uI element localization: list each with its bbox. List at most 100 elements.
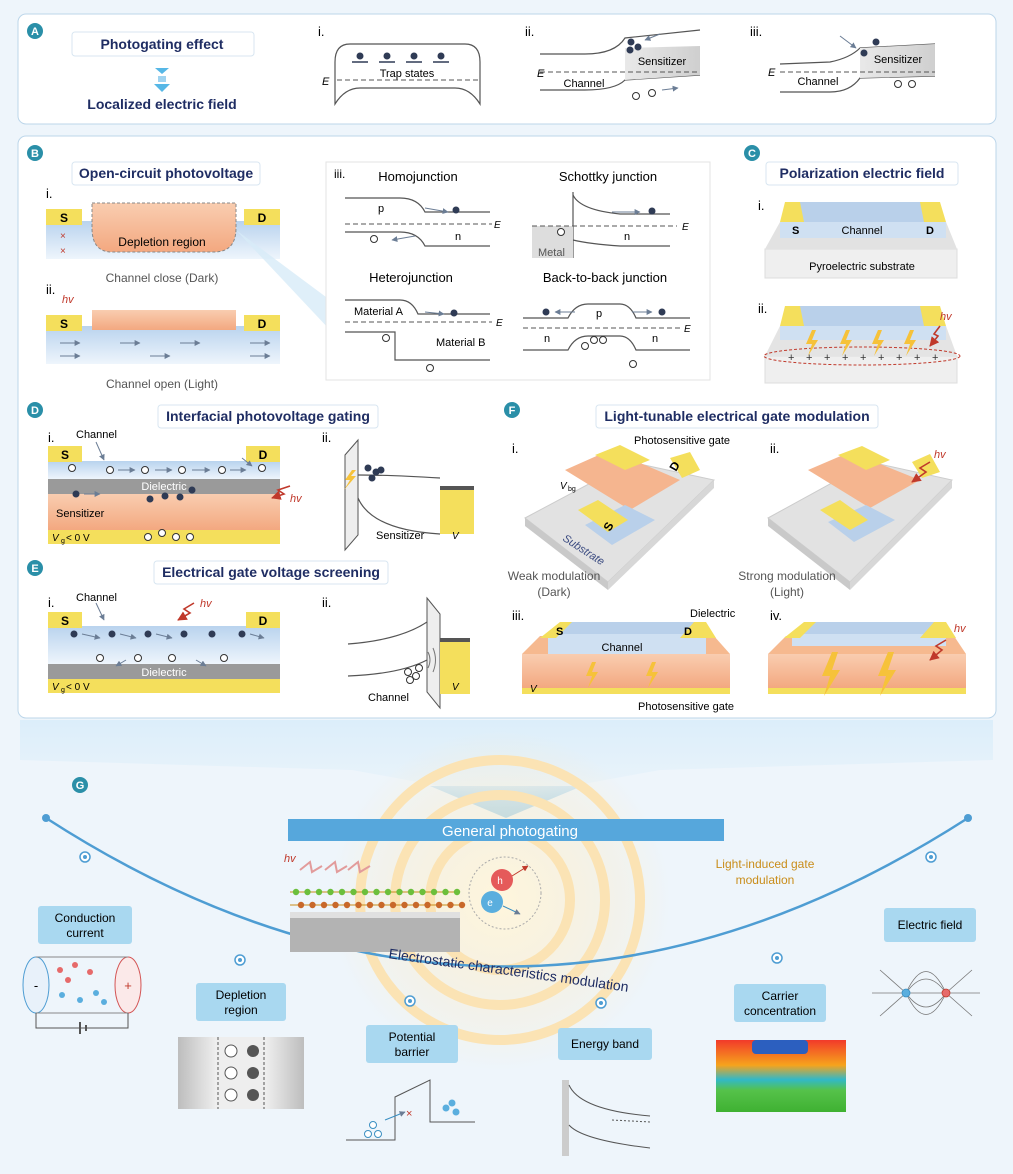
- d-dielectric: Dielectric: [141, 481, 187, 493]
- badge-f: F: [509, 405, 516, 417]
- c-source: S: [792, 225, 799, 237]
- f-sub-iv: iv.: [770, 608, 782, 623]
- panel-g: G General photogating Light-induced gate…: [20, 720, 993, 1156]
- e-hv: hv: [200, 598, 213, 610]
- lattice-atom: [442, 888, 449, 896]
- lattice-atom: [401, 901, 408, 909]
- ef-label: E: [322, 76, 330, 88]
- panel-c-title: Polarization electric field: [780, 165, 945, 181]
- btb-n1: n: [544, 333, 550, 345]
- badge-g: G: [76, 780, 85, 792]
- lattice-atom: [309, 901, 316, 909]
- depletion-label-2: region: [224, 1003, 257, 1017]
- panel-f-title: Light-tunable electrical gate modulation: [604, 408, 869, 424]
- f-strong-light: (Light): [770, 585, 804, 599]
- channel-label: Channel: [564, 78, 605, 90]
- lattice-atom: [338, 888, 346, 896]
- hole-label: h: [497, 876, 503, 887]
- homojunction-label: Homojunction: [378, 169, 458, 184]
- panel-d-title: Interfacial photovoltage gating: [166, 408, 370, 424]
- energy-band-icon: [562, 1080, 651, 1156]
- lattice-atom: [304, 888, 311, 896]
- lattice-atom: [332, 901, 339, 909]
- homo-p: p: [378, 203, 384, 215]
- panel-a-subtitle: Localized electric field: [87, 96, 236, 112]
- f-weak: Weak modulation: [508, 569, 601, 583]
- badge-a-label: A: [31, 26, 39, 38]
- carrier-label-2: concentration: [744, 1004, 816, 1018]
- svg-text:E: E: [682, 222, 689, 233]
- d-channel-label: Channel: [76, 429, 117, 441]
- homo-n: n: [455, 231, 461, 243]
- conduction-current-icon: - +: [22, 956, 142, 1034]
- d-vg-sub: g: [61, 538, 65, 545]
- general-photogating-banner: [288, 819, 724, 841]
- btb-n2: n: [652, 333, 658, 345]
- e-sub-i: i.: [48, 595, 55, 610]
- panel-f: F Light-tunable electrical gate modulati…: [504, 402, 967, 713]
- lattice-atom: [389, 901, 397, 909]
- trap-states-label: Trap states: [380, 68, 435, 80]
- svg-text:E: E: [496, 318, 503, 329]
- c-plus-9: +: [932, 352, 938, 364]
- lattice-atom: [320, 901, 328, 909]
- f-drain-iii: D: [684, 626, 692, 638]
- b-hv: hv: [62, 294, 75, 306]
- depletion-label-1: Depletion: [216, 988, 267, 1002]
- badge-c: C: [748, 148, 756, 160]
- badge-b: B: [31, 148, 39, 160]
- energy-band-label: Energy band: [571, 1037, 639, 1051]
- e-dielectric: Dielectric: [141, 667, 187, 679]
- lattice-atom: [366, 901, 374, 909]
- f-strong: Strong modulation: [738, 569, 835, 583]
- cc-minus: -: [34, 978, 38, 993]
- lattice-atom: [396, 888, 403, 896]
- svg-text:×: ×: [406, 1108, 412, 1120]
- schottky-n: n: [624, 231, 630, 243]
- electric-field-icon: [872, 969, 980, 1017]
- channel-label-iii: Channel: [798, 76, 839, 88]
- lattice-atom: [297, 901, 305, 909]
- panel-a-title: Photogating effect: [101, 36, 224, 52]
- lattice-atom: [350, 888, 357, 896]
- depletion-region-icon: [178, 1037, 304, 1109]
- c-sub-ii: ii.: [758, 301, 767, 316]
- b-source-ii: S: [60, 317, 68, 331]
- f-dielectric: Dielectric: [690, 608, 736, 620]
- sub-label-ii: ii.: [525, 24, 534, 39]
- f-vbg-iii: V: [530, 684, 538, 695]
- light-induced-label-2: modulation: [736, 873, 795, 887]
- badge-d: D: [31, 405, 39, 417]
- d-vg: V: [52, 533, 60, 544]
- ef-label-iii: E: [768, 67, 776, 79]
- electron-label: e: [487, 898, 493, 909]
- lattice-atom: [430, 888, 438, 896]
- e-vg-ii: V: [452, 682, 460, 693]
- schottky-label: Schottky junction: [559, 169, 657, 184]
- f-sub-ii: ii.: [770, 441, 779, 456]
- title-box: [71, 31, 255, 57]
- lattice-atom: [435, 901, 443, 909]
- c-plus-6: +: [878, 352, 884, 364]
- c-plus-1: +: [788, 352, 794, 364]
- lattice-atom: [315, 888, 323, 896]
- lattice-atom: [412, 901, 420, 909]
- panel-e: E Electrical gate voltage screening i. C…: [27, 560, 470, 710]
- material-b-label: Material B: [436, 337, 486, 349]
- lattice-atom: [327, 888, 334, 896]
- material-a-label: Material A: [354, 306, 404, 318]
- c-plus-4: +: [842, 352, 848, 364]
- c-hv: hv: [940, 311, 953, 323]
- panel-b-title: Open-circuit photovoltage: [79, 165, 253, 181]
- b-drain-ii: D: [258, 317, 267, 331]
- c-plus-7: +: [896, 352, 902, 364]
- b-sub-i: i.: [46, 186, 53, 201]
- d-vg-ii: V: [452, 531, 460, 542]
- panel-b: B Open-circuit photovoltage i. S D Deple…: [27, 145, 711, 391]
- e-source: S: [61, 614, 69, 628]
- electric-field-label: Electric field: [898, 918, 963, 932]
- light-caption: Channel open (Light): [106, 377, 218, 391]
- conduction-label-2: current: [66, 926, 104, 940]
- svg-text:E: E: [494, 220, 501, 231]
- svg-text:×: ×: [60, 246, 66, 257]
